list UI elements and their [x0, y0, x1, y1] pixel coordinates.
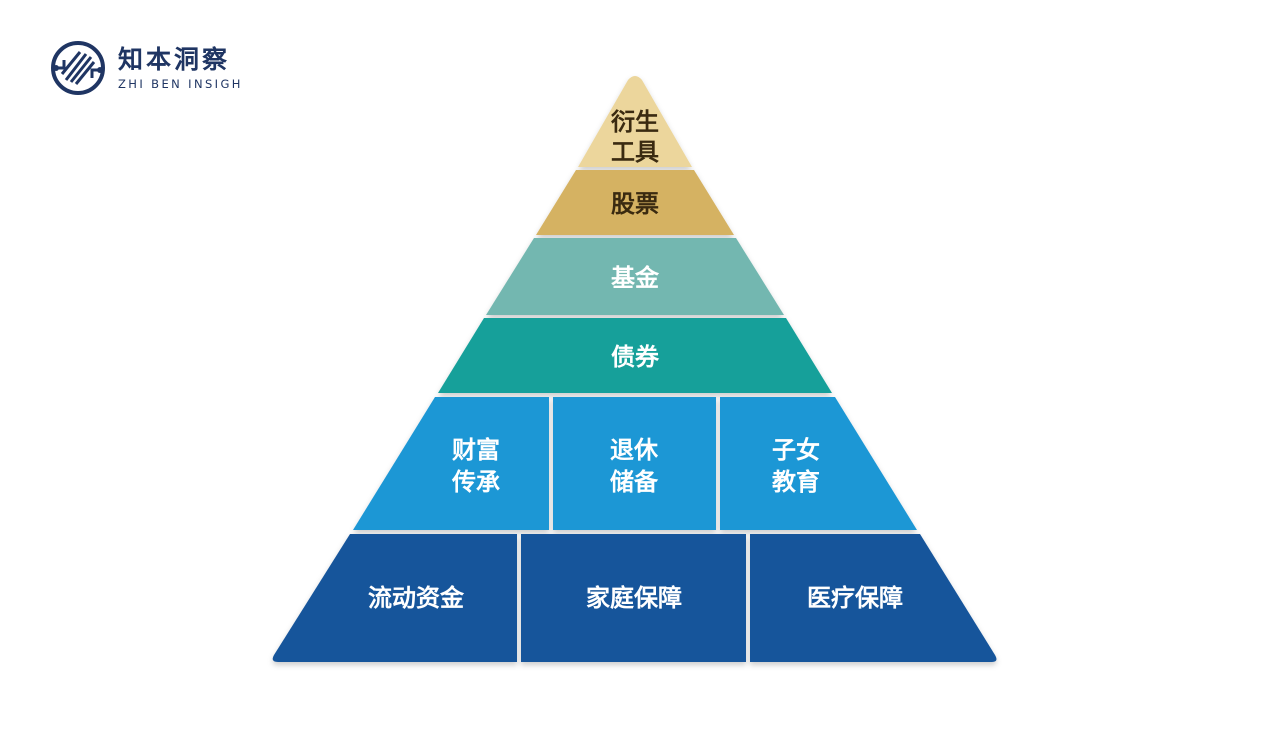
tier-derivatives: [578, 76, 692, 167]
logo-name-en: ZHI BEN INSIGH: [118, 76, 243, 91]
tier-protection-cell-1: [272, 534, 517, 662]
cell-label: 传承: [451, 468, 500, 496]
tier-bonds: [438, 318, 832, 393]
logo-name-cn: 知本洞察: [118, 44, 231, 74]
tier-protection-cell-3: [750, 534, 997, 662]
tier-goals-cell-3: [720, 397, 917, 530]
tier-funds: [486, 238, 784, 315]
tier-label: 债券: [611, 343, 660, 371]
tier-protection-cell-2: [521, 534, 746, 662]
tier-goals-cell-1: [353, 397, 549, 530]
logo-emblem-icon: [51, 41, 105, 95]
tier-label: 衍生: [611, 108, 659, 136]
cell-label: 教育: [772, 468, 820, 496]
tier-label: 基金: [611, 264, 660, 292]
cell-label: 子女: [772, 436, 820, 464]
cell-label: 财富: [452, 436, 500, 464]
cell-label: 家庭保障: [586, 584, 682, 612]
tier-stocks: [536, 170, 734, 235]
cell-label: 医疗保障: [807, 584, 903, 612]
cell-label: 流动资金: [368, 584, 465, 612]
tier-label: 股票: [611, 190, 659, 218]
tier-goals-cell-2: [553, 397, 716, 530]
tier-label: 工具: [611, 138, 659, 166]
logo: 知本洞察 ZHI BEN INSIGH: [50, 40, 243, 96]
cell-label: 退休: [610, 436, 659, 464]
cell-label: 储备: [610, 468, 659, 496]
